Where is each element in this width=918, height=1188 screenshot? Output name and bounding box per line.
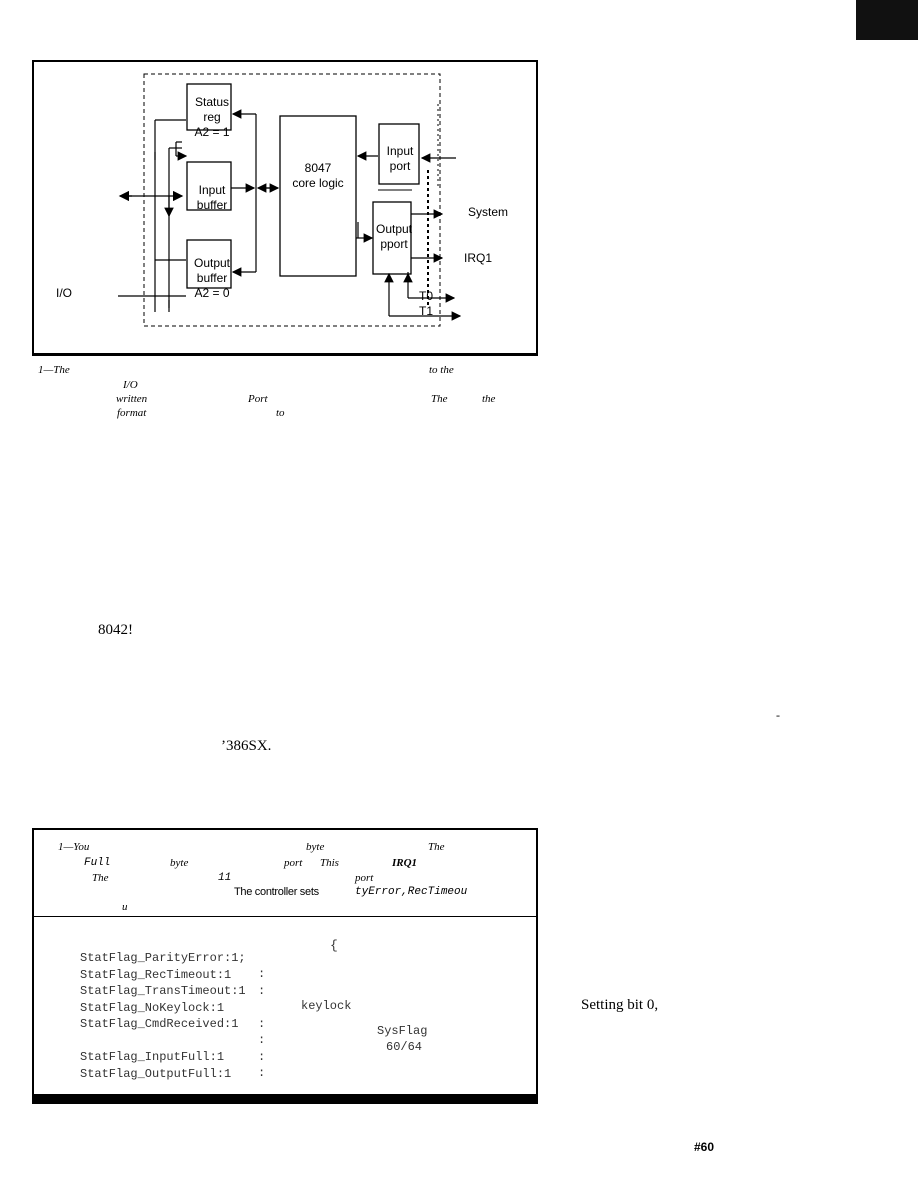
fig-caption-word: the — [482, 393, 496, 405]
output-port-line1: Output — [375, 222, 413, 236]
colon: : — [258, 983, 266, 998]
colon: : — [258, 1049, 266, 1064]
listing-colons: : : : : : : — [258, 966, 265, 1082]
output-buffer-line3: A2 = 0 — [194, 286, 230, 300]
fig-caption-lead: 1—The — [38, 364, 70, 376]
input-buffer-line1: Input — [198, 183, 226, 197]
body-fragment-8042: 8042! — [98, 622, 133, 638]
status-reg-line2: reg — [203, 110, 221, 124]
fig-caption-word: written — [116, 393, 148, 405]
core-line2: core logic — [292, 176, 344, 190]
listing-caption-word: byte — [170, 857, 189, 869]
listing-bottom-bar — [32, 1094, 538, 1104]
code-line: StatFlag_TransTimeout:1 — [80, 984, 246, 998]
listing-caption-word: The controller sets — [234, 886, 319, 898]
input-port-box — [378, 123, 420, 185]
code-line: StatFlag_ParityError:1; — [80, 951, 246, 965]
code-line: StatFlag_NoKeylock:1 — [80, 1000, 225, 1015]
core-line1: 8047 — [304, 161, 332, 175]
listing-code: StatFlag_ParityError:1; StatFlag_RecTime… — [80, 950, 246, 1082]
system-label: System — [468, 205, 509, 219]
output-buffer-line1: Output — [193, 256, 231, 270]
listing-caption-word: Full — [84, 857, 111, 869]
status-reg-line3: A2 = 1 — [194, 125, 230, 139]
colon: : — [258, 1033, 266, 1047]
listing-caption-word: port — [355, 872, 374, 884]
input-port-line2: port — [389, 159, 411, 173]
t1-label: T1 — [419, 304, 434, 318]
listing-caption-word: byte — [306, 841, 325, 853]
comment-keylock: keylock — [301, 999, 352, 1013]
listing-caption-word: IRQ1 — [392, 857, 418, 869]
comment-6064: 60/64 — [386, 1040, 423, 1054]
input-buffer-label: Input buffer — [189, 183, 235, 213]
body-fragment-dash: - — [776, 708, 780, 722]
page-number: #60 — [694, 1140, 715, 1154]
listing-caption-word: 11 — [218, 872, 232, 884]
listing-caption-word: tyError,RecTimeou — [355, 886, 468, 898]
fig-caption-word: to the — [429, 364, 454, 376]
listing-caption-word: u — [122, 901, 128, 913]
input-port-label: Input port — [379, 144, 421, 174]
listing-caption-lead: 1—You — [58, 841, 90, 853]
corner-photo — [856, 0, 918, 40]
code-line: StatFlag_RecTimeout:1 — [80, 967, 232, 982]
output-port-label: Output pport — [373, 222, 415, 252]
irq1-label: IRQ1 — [464, 251, 493, 265]
listing-caption-word: The — [428, 841, 445, 853]
status-reg-box — [186, 83, 232, 131]
code-line: StatFlag_InputFull:1 — [80, 1050, 225, 1064]
fig-caption-word: format — [117, 407, 147, 419]
body-fragment-setting: Setting bit 0, — [581, 997, 659, 1013]
listing-caption-word: The — [92, 872, 109, 884]
output-port-line2: pport — [380, 237, 408, 251]
code-line-blank — [80, 1033, 246, 1050]
input-buffer-line2: buffer — [196, 198, 228, 212]
t0-label: T0 — [419, 289, 434, 303]
figure-frame — [32, 60, 538, 356]
input-buffer-box — [186, 161, 232, 211]
comment-sysflag: SysFlag — [377, 1024, 428, 1038]
status-reg-line1: Status — [194, 95, 230, 109]
fig-caption-word: to — [276, 407, 285, 419]
listing-caption-word: port — [284, 857, 303, 869]
io-label: I/O — [56, 286, 73, 300]
listing-divider — [32, 916, 538, 917]
colon: : — [258, 1016, 266, 1031]
core-logic-label: 8047 core logic — [280, 161, 356, 191]
listing-caption-word: This — [320, 857, 339, 869]
fig-caption-word: I/O — [123, 379, 138, 391]
output-buffer-label: Output buffer A2 = 0 — [189, 256, 235, 301]
colon-gap — [258, 999, 265, 1016]
fig-caption-word: Port — [248, 393, 268, 405]
body-fragment-386: ’386SX. — [221, 738, 272, 754]
core-logic-box — [279, 115, 357, 277]
output-buffer-line2: buffer — [196, 271, 228, 285]
colon: : — [258, 1066, 266, 1080]
input-port-line1: Input — [386, 144, 414, 158]
output-buffer-box — [186, 239, 232, 289]
fig-caption-word: The — [431, 393, 448, 405]
listing-brace: { — [330, 938, 338, 953]
code-line: StatFlag_OutputFull:1 — [80, 1066, 232, 1081]
status-reg-label: Status reg A2 = 1 — [189, 95, 235, 140]
chip-outline — [143, 73, 441, 327]
block-diagram — [118, 73, 462, 327]
colon: : — [258, 967, 266, 981]
code-line: StatFlag_CmdReceived:1 — [80, 1017, 239, 1031]
